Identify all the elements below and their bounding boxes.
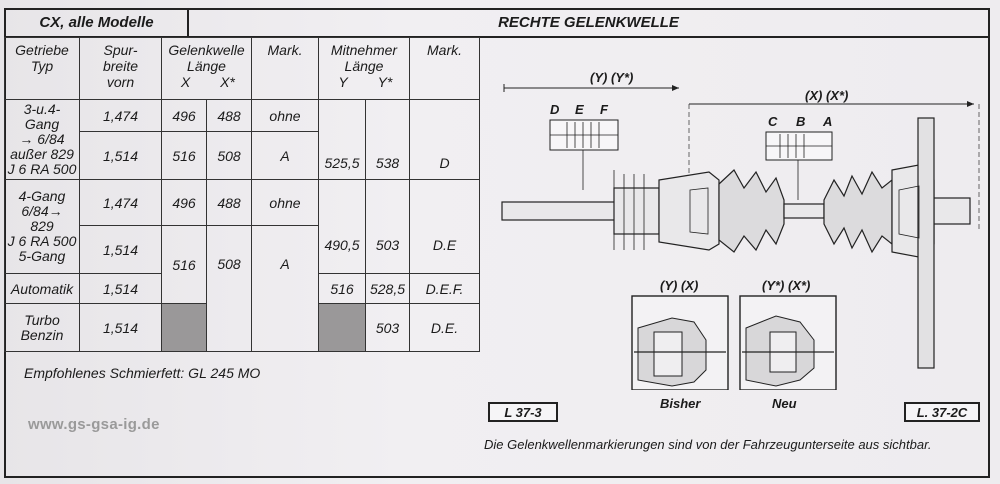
cell: D bbox=[409, 99, 480, 180]
cell-empty bbox=[161, 303, 207, 352]
cell: 488 bbox=[206, 99, 252, 132]
cell: D.E.F. bbox=[409, 273, 480, 304]
cell-empty bbox=[318, 303, 366, 352]
mark-b: B bbox=[796, 114, 806, 129]
cell: 1,514 bbox=[79, 273, 162, 304]
cell: A bbox=[251, 225, 319, 352]
dimension-x-label: (X) (X*) bbox=[805, 88, 849, 103]
cell: 1,514 bbox=[79, 303, 162, 352]
cell: D.E. bbox=[409, 303, 480, 352]
ref-label-left: L 37-3 bbox=[488, 402, 558, 422]
cell: 1,474 bbox=[79, 179, 162, 226]
cell: ohne bbox=[251, 99, 319, 132]
dimension-y-label: (Y) (Y*) bbox=[590, 70, 634, 85]
cell: ohne bbox=[251, 179, 319, 226]
watermark: www.gs-gsa-ig.de bbox=[28, 416, 160, 433]
inset-right-label: (Y*) (X*) bbox=[762, 278, 811, 293]
cell: A bbox=[251, 131, 319, 180]
ref-label-right: L. 37-2C bbox=[904, 402, 980, 422]
driveshaft-diagram bbox=[501, 84, 980, 390]
cell: 1,474 bbox=[79, 99, 162, 132]
header-title: RECHTE GELENKWELLE bbox=[189, 10, 988, 38]
cell: 516 bbox=[318, 273, 366, 304]
cell: 488 bbox=[206, 179, 252, 226]
table-row: 1,514 516 508 A bbox=[5, 131, 480, 180]
mark-a: A bbox=[823, 114, 833, 129]
caption-neu: Neu bbox=[772, 396, 797, 411]
header-model: CX, alle Modelle bbox=[6, 10, 189, 38]
cell: 490,5 bbox=[318, 179, 366, 274]
cell: 508 bbox=[206, 225, 252, 352]
cell: 525,5 bbox=[318, 99, 366, 180]
cell: 1,514 bbox=[79, 225, 162, 274]
mark-c: C bbox=[768, 114, 778, 129]
cell: 538 bbox=[365, 99, 410, 180]
mark-d: D bbox=[550, 102, 560, 117]
cell: 1,514 bbox=[79, 131, 162, 180]
inset-left-label: (Y) (X) bbox=[660, 278, 699, 293]
cell: 516 bbox=[161, 225, 207, 304]
cell: D.E bbox=[409, 179, 480, 274]
cell: 516 bbox=[161, 131, 207, 180]
cell: 496 bbox=[161, 179, 207, 226]
cell: 508 bbox=[206, 131, 252, 180]
table-row: Automatik 1,514 516 528,5 D.E.F. bbox=[4, 273, 480, 304]
cell: 503 bbox=[365, 303, 410, 352]
header-mark: Mark. bbox=[251, 37, 319, 100]
typ-automatik: Automatik bbox=[4, 273, 80, 304]
cell: 503 bbox=[365, 179, 410, 274]
mark-e: E bbox=[575, 102, 584, 117]
mark-f: F bbox=[600, 102, 608, 117]
cell: 496 bbox=[161, 99, 207, 132]
caption-bisher: Bisher bbox=[660, 396, 701, 411]
cell: 528,5 bbox=[365, 273, 410, 304]
lubricant-note: Empfohlenes Schmierfett: GL 245 MO bbox=[24, 365, 261, 381]
header-mark-2: Mark. bbox=[409, 37, 480, 100]
visibility-note: Die Gelenkwellenmarkierungen sind von de… bbox=[484, 437, 932, 452]
table-row: 1,514 516 508 A bbox=[5, 225, 480, 352]
